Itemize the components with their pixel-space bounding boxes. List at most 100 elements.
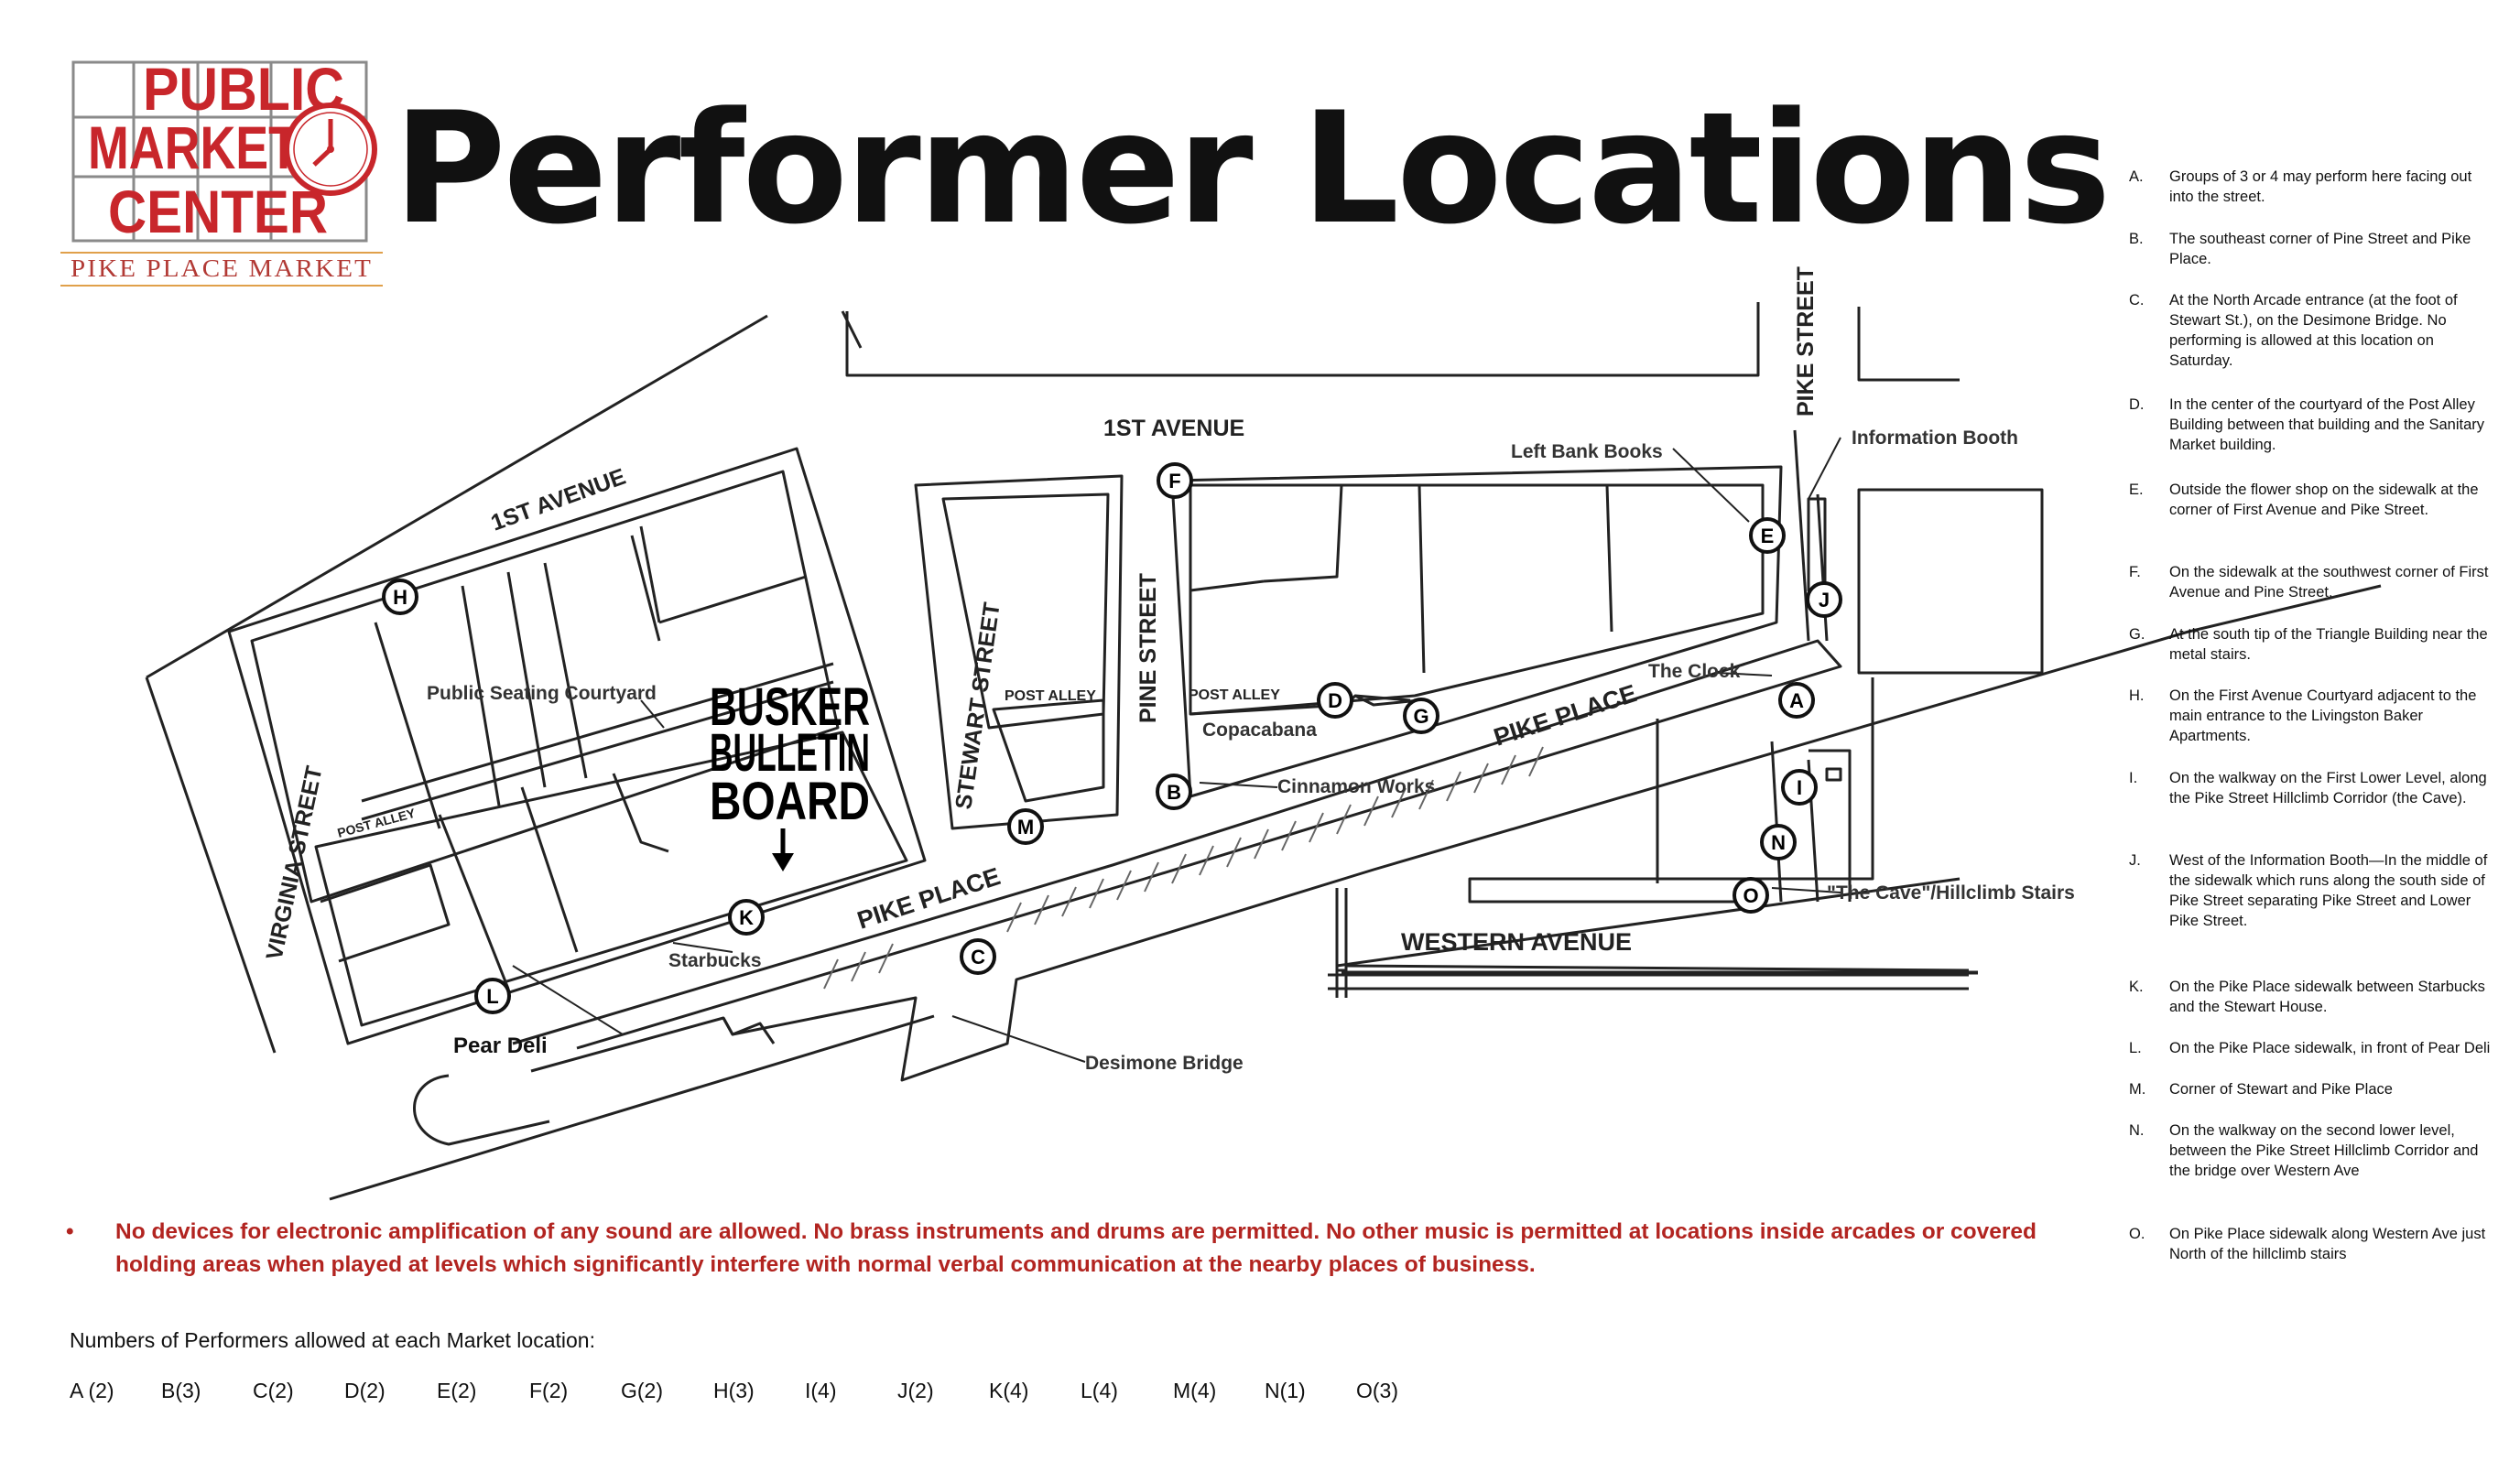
page-title: Performer Locations	[393, 79, 2112, 258]
capacity-item: N(1)	[1265, 1379, 1306, 1402]
legend-item-k: K.On the Pike Place sidewalk between Sta…	[2129, 977, 2500, 1017]
label-starbucks: Starbucks	[668, 950, 762, 971]
legend-item-h: H.On the First Avenue Courtyard adjacent…	[2129, 686, 2500, 746]
svg-text:B: B	[1167, 781, 1181, 804]
svg-text:E: E	[1761, 525, 1775, 547]
legend-item-b: B.The southeast corner of Pine Street an…	[2129, 229, 2500, 269]
stewart-block-outer	[914, 474, 1124, 830]
virginia-curb	[145, 676, 277, 1054]
svg-text:G: G	[1413, 705, 1428, 728]
svg-text:O: O	[1743, 884, 1758, 907]
triangle-building	[1189, 483, 1765, 716]
legend-text: At the south tip of the Triangle Buildin…	[2169, 626, 2488, 663]
label-pike-place-upper: PIKE PLACE	[1491, 679, 1640, 752]
building-left-lower	[314, 730, 908, 1027]
label-pine-street: PINE STREET	[1135, 573, 1161, 723]
sound-rules-note: • No devices for electronic amplificatio…	[66, 1216, 2071, 1282]
top-curb	[845, 302, 1760, 377]
first-ave-curb-left	[146, 314, 768, 679]
legend-text: On the walkway on the First Lower Level,…	[2169, 770, 2487, 806]
marker-h[interactable]: H	[382, 579, 418, 615]
leader-lines	[512, 437, 1841, 1063]
legend-text: Outside the flower shop on the sidewalk …	[2169, 482, 2479, 518]
logo-tagline: PIKE PLACE MARKET	[71, 254, 373, 282]
legend-letter: F.	[2129, 564, 2141, 580]
marker-o[interactable]: O	[1732, 877, 1769, 914]
building-left-upper	[250, 470, 840, 904]
marker-k[interactable]: K	[728, 899, 765, 936]
legend-text: On the walkway on the second lower level…	[2169, 1122, 2479, 1179]
legend-letter: N.	[2129, 1122, 2145, 1139]
capacity-item: C(2)	[253, 1379, 294, 1402]
marker-l[interactable]: L	[474, 978, 511, 1014]
legend-letter: G.	[2129, 626, 2145, 643]
legend-item-a: A.Groups of 3 or 4 may perform here faci…	[2129, 167, 2500, 207]
legend-item-g: G. At the south tip of the Triangle Build…	[2129, 624, 2500, 665]
legend-letter: D.	[2129, 396, 2145, 413]
capacity-item: B(3)	[161, 1379, 201, 1402]
marker-f[interactable]: F	[1157, 462, 1193, 499]
capacity-item: K(4)	[989, 1379, 1029, 1402]
capacity-item: L(4)	[1081, 1379, 1118, 1402]
busker-line-2: BULLETIN	[710, 723, 870, 783]
marker-j[interactable]: J	[1806, 581, 1842, 618]
legend-text: Groups of 3 or 4 may perform here facing…	[2169, 168, 2472, 205]
pike-place-lower-curb	[329, 1014, 935, 1201]
legend-item-i: I. On the walkway on the First Lower Leve…	[2129, 768, 2500, 808]
legend-text: West of the Information Booth—In the mid…	[2169, 852, 2488, 929]
busker-line-3: BOARD	[710, 772, 870, 831]
western-ave-north-curb	[1336, 877, 1961, 968]
legend-item-j: J. West of the Information Booth—In the m…	[2129, 850, 2500, 931]
capacity-item: O(3)	[1356, 1379, 1398, 1402]
legend-item-c: C.At the North Arcade entrance (at the f…	[2129, 290, 2500, 371]
svg-text:L: L	[486, 985, 498, 1008]
legend-item-n: N. On the walkway on the second lower lev…	[2129, 1120, 2500, 1181]
pike-place-turnaround	[413, 1074, 550, 1146]
location-markers: A B C D E F G H I J K L M N O	[382, 462, 1842, 1014]
building-right	[1857, 488, 2044, 675]
public-market-center-logo: PUBLIC MARKET CENTER PIKE PLACE MARKET	[60, 55, 383, 287]
svg-text:J: J	[1819, 589, 1830, 611]
marker-n[interactable]: N	[1760, 824, 1797, 860]
legend-letter: I.	[2129, 770, 2138, 786]
marker-a[interactable]: A	[1778, 682, 1815, 719]
legend-text: The southeast corner of Pine Street and …	[2169, 231, 2471, 267]
capacity-title: Numbers of Performers allowed at each Ma…	[70, 1328, 595, 1352]
logo-line-2: MARKET	[88, 114, 299, 181]
legend-text: At the North Arcade entrance (at the foo…	[2169, 292, 2458, 369]
capacity-item: F(2)	[529, 1379, 569, 1402]
logo-line-3: CENTER	[108, 178, 328, 245]
legend-letter: O.	[2129, 1226, 2145, 1242]
legend-text: On the Pike Place sidewalk, in front of …	[2169, 1040, 2491, 1056]
label-desimone-bridge: Desimone Bridge	[1085, 1053, 1244, 1074]
marker-c[interactable]: C	[960, 938, 996, 975]
label-pike-street: PIKE STREET	[1793, 266, 1819, 417]
legend-letter: J.	[2129, 852, 2141, 869]
legend-item-f: F.On the sidewalk at the southwest corne…	[2129, 562, 2500, 602]
marker-b[interactable]: B	[1156, 774, 1192, 810]
marker-i[interactable]: I	[1781, 769, 1818, 806]
bullet: •	[66, 1219, 74, 1244]
clock-icon	[284, 103, 377, 196]
marker-d[interactable]: D	[1317, 682, 1353, 719]
capacity-item: A (2)	[70, 1379, 114, 1402]
busker-line-1: BUSKER	[710, 677, 870, 737]
legend-text: In the center of the courtyard of the Po…	[2169, 396, 2484, 453]
label-public-seating-courtyard: Public Seating Courtyard	[427, 683, 657, 704]
marker-e[interactable]: E	[1749, 517, 1786, 554]
label-pear-deli: Pear Deli	[453, 1034, 548, 1058]
label-post-alley-1: POST ALLEY	[336, 806, 418, 840]
legend-item-o: O.On Pike Place sidewalk along Western A…	[2129, 1224, 2500, 1264]
legend-item-l: L.On the Pike Place sidewalk, in front o…	[2129, 1038, 2500, 1058]
marker-m[interactable]: M	[1007, 808, 1044, 845]
svg-text:D: D	[1328, 689, 1342, 712]
pine-block-outer	[1170, 465, 1783, 798]
legend-item-m: M.Corner of Stewart and Pike Place	[2129, 1079, 2500, 1099]
label-post-alley-3: POST ALLEY	[1189, 687, 1280, 703]
svg-text:F: F	[1168, 470, 1180, 492]
legend-letter: K.	[2129, 979, 2144, 995]
label-virginia-street: VIRGINIA STREET	[261, 763, 327, 962]
building-left-outer	[227, 447, 927, 1045]
marker-g[interactable]: G	[1403, 698, 1439, 734]
